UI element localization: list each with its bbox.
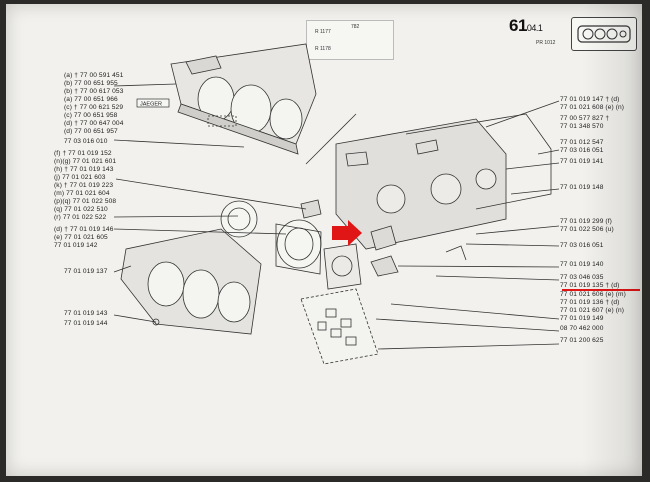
part-label: 77 01 019 149 xyxy=(560,315,604,322)
part-label: (c) 77 00 651 958 xyxy=(64,112,118,119)
part-label: 77 01 019 141 xyxy=(560,158,604,165)
warning-light-panel-drawing xyxy=(323,243,362,290)
brand-tag: JAEGER xyxy=(140,102,162,108)
page-ref: PR 1012 xyxy=(536,40,556,46)
part-label: (c) † 77 00 621 529 xyxy=(64,104,124,111)
part-label: 77 03 016 051 xyxy=(560,242,604,249)
model-legend-box: R 1177 782 R 1178 xyxy=(306,20,394,60)
part-label: (b) 77 00 651 955 xyxy=(64,80,118,87)
part-label: 77 01 021 607 (e) (n) xyxy=(560,307,625,314)
part-label: (a) † 77 00 591 451 xyxy=(64,72,124,79)
part-label: 77 01 019 144 xyxy=(64,320,108,327)
part-label: 77 01 019 135 † (d) xyxy=(560,282,620,289)
part-label: 77 01 019 142 xyxy=(54,242,98,249)
part-label: 08 70 462 000 xyxy=(560,325,604,332)
part-label: 77 00 577 827 † xyxy=(560,115,610,122)
part-label: (e) 77 01 021 605 xyxy=(54,234,108,241)
part-label: (q) 77 01 022 510 xyxy=(54,206,108,213)
front-bezel-drawing xyxy=(120,228,262,335)
part-label: (a) 77 00 651 966 xyxy=(64,96,118,103)
light-cover-drawing xyxy=(300,288,379,365)
page-sub: 04.1 xyxy=(526,23,543,33)
parts-diagram-sheet: R 1177 782 R 1178 6104.1 PR 1012 xyxy=(6,4,642,476)
part-label: 77 03 016 051 xyxy=(560,147,604,154)
part-label: 77 01 019 143 xyxy=(64,310,108,317)
page-number: 61 xyxy=(509,16,527,35)
part-label: 77 01 200 625 xyxy=(560,337,604,344)
rear-housing-drawing xyxy=(335,113,552,250)
part-label: 77 01 019 147 † (d) xyxy=(560,96,620,103)
part-label: (f) † 77 01 019 152 xyxy=(54,150,112,157)
part-label: 77 01 019 299 (f) xyxy=(560,218,612,225)
part-label: 77 01 022 506 (u) xyxy=(560,226,614,233)
part-label: 77 03 046 035 xyxy=(560,274,604,281)
part-label: (j) 77 01 021 603 xyxy=(54,174,106,181)
part-label: 77 01 348 570 xyxy=(560,123,604,130)
exploded-view-drawing: JAEGER xyxy=(113,43,560,365)
part-label: 77 01 012 547 xyxy=(560,139,604,146)
part-label: 77 01 019 137 xyxy=(64,268,108,275)
part-label: (h) † 77 01 019 143 xyxy=(54,166,114,173)
legend-model-2: R 1178 xyxy=(315,46,331,52)
part-label: 77 01 021 608 (e) (n) xyxy=(560,104,625,111)
red-arrow-icon xyxy=(332,220,362,246)
part-label: (k) † 77 01 019 223 xyxy=(54,182,114,189)
part-label: (m) 77 01 021 604 xyxy=(54,190,110,197)
page-title: 6104.1 xyxy=(509,16,543,36)
part-label: 77 01 021 606 (e) (m) xyxy=(560,291,626,298)
legend-code-1: 782 xyxy=(351,24,360,30)
part-label: 77 01 019 136 † (d) xyxy=(560,299,620,306)
part-label: (n)(g) 77 01 021 601 xyxy=(54,158,117,165)
part-label: (d) 77 00 651 957 xyxy=(64,128,118,135)
gauge-symbol-icon xyxy=(577,25,631,43)
part-label: 77 01 019 148 xyxy=(560,184,604,191)
part-label: (b) † 77 00 617 053 xyxy=(64,88,124,95)
legend-model-1: R 1177 xyxy=(315,29,331,35)
part-label: 77 03 016 010 xyxy=(64,138,108,145)
part-label: (r) 77 01 022 522 xyxy=(54,214,107,221)
part-label: 77 01 019 140 xyxy=(560,261,604,268)
part-label: (d) † 77 00 647 004 xyxy=(64,120,124,127)
part-label: (d) † 77 01 019 146 xyxy=(54,226,114,233)
dial-faces-drawing xyxy=(220,200,322,275)
upper-housing-drawing xyxy=(170,43,317,155)
part-label: (p)(q) 77 01 022 508 xyxy=(54,198,117,205)
